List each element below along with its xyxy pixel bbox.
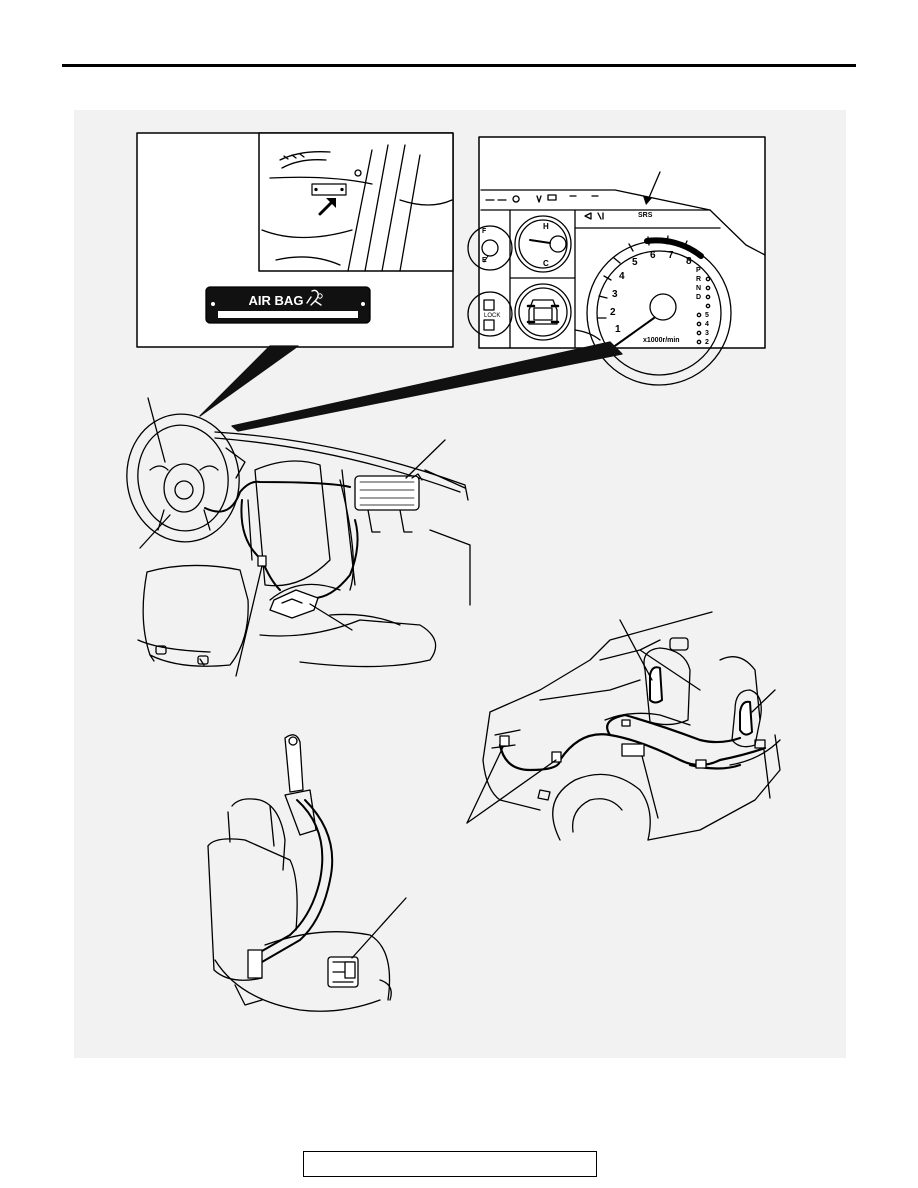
fuel-empty-mark: E xyxy=(482,257,487,264)
gear-letter-n: N xyxy=(696,285,701,292)
footer-reference-box xyxy=(303,1151,597,1177)
label-callout-wedge xyxy=(199,345,299,417)
tach-number-5: 5 xyxy=(632,257,638,268)
tach-number-4: 4 xyxy=(619,271,625,282)
gear-letter-4: 4 xyxy=(705,321,709,328)
tach-number-6: 6 xyxy=(650,250,656,261)
gear-letter-d: D xyxy=(696,294,701,301)
tach-number-3: 3 xyxy=(612,289,618,300)
tach-number-7: 7 xyxy=(668,250,674,261)
gear-letter-p: P xyxy=(696,267,701,274)
cluster-callout-wedge xyxy=(231,341,623,432)
gear-letter-5: 5 xyxy=(705,312,709,319)
dashboard-cockpit-view xyxy=(126,397,471,677)
lock-label: LOCK xyxy=(484,313,500,319)
gear-letter-2: 2 xyxy=(705,339,709,346)
fuel-full-mark: F xyxy=(482,228,487,235)
tach-unit-label: x1000r/min xyxy=(643,337,680,344)
instrument-cluster-inset xyxy=(467,136,766,386)
header-rule xyxy=(62,64,856,67)
srs-lamp-label: SRS xyxy=(638,212,653,219)
tach-number-2: 2 xyxy=(610,307,616,318)
temp-high-mark: H xyxy=(543,222,549,231)
tach-number-8: 8 xyxy=(686,256,692,267)
airbag-label-inset xyxy=(136,132,454,348)
seatbelt-pretensioner-view xyxy=(207,734,407,1012)
gear-letter-r: R xyxy=(696,276,701,283)
tach-number-1: 1 xyxy=(615,324,621,335)
airbag-label-text: AIR BAG xyxy=(249,293,304,308)
vehicle-cutaway-view xyxy=(466,611,781,841)
gear-letter-3: 3 xyxy=(705,330,709,337)
temp-cold-mark: C xyxy=(543,259,549,268)
